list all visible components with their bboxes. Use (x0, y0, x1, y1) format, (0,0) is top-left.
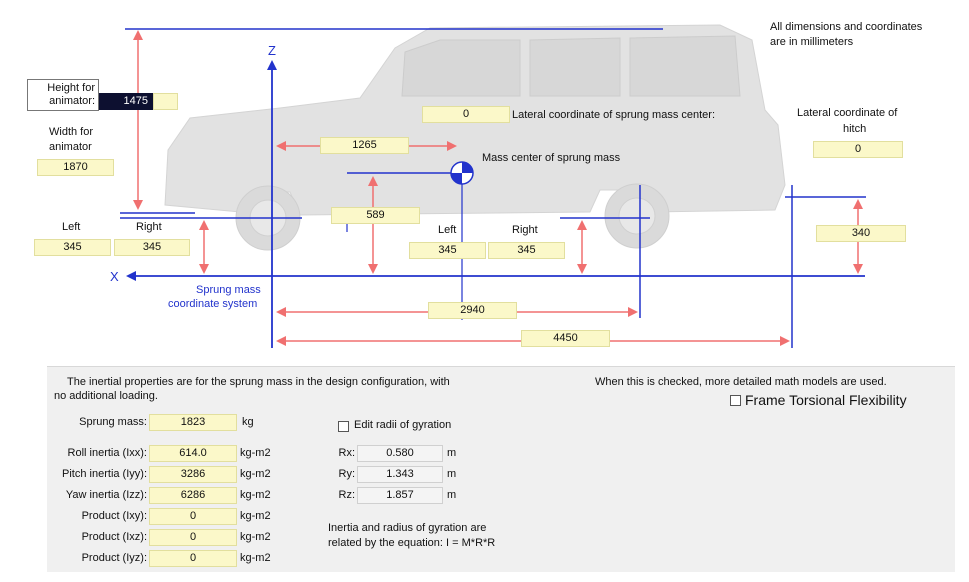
cg-x-field[interactable]: 1265 (320, 137, 409, 154)
x-axis-label: X (110, 269, 119, 284)
product-iyz-label: Product (Iyz): (81, 552, 147, 564)
product-ixy-label: Product (Ixy): (81, 510, 147, 522)
width-animator-field[interactable]: 1870 (37, 159, 114, 176)
frame-torsional-label[interactable]: Frame Torsional Flexibility (745, 392, 907, 408)
panel-intro-line1: The inertial properties are for the spru… (67, 376, 450, 388)
hitch-x-field[interactable]: 4450 (521, 330, 610, 347)
mass-center-label: Mass center of sprung mass (482, 152, 621, 164)
height-animator-label-line2: animator: (49, 95, 95, 107)
ry-field: 1.343 (357, 466, 443, 483)
wheelbase-field[interactable]: 2940 (428, 302, 517, 319)
frame-note: When this is checked, more detailed math… (595, 376, 887, 388)
sprung-mass-label: Sprung mass: (79, 416, 147, 428)
roll-inertia-label: Roll inertia (Ixx): (67, 447, 147, 459)
product-iyz-field[interactable]: 0 (149, 550, 237, 567)
rx-unit: m (447, 447, 457, 459)
sprung-mass-unit: kg (242, 416, 254, 428)
product-ixz-field[interactable]: 0 (149, 529, 237, 546)
product-ixz-label: Product (Ixz): (81, 531, 147, 543)
edit-radii-label[interactable]: Edit radii of gyration (354, 419, 452, 431)
front-right-label: Right (136, 221, 162, 233)
front-right-field[interactable]: 345 (114, 239, 190, 256)
ry-label: Ry: (338, 468, 356, 480)
lateral-hitch-label-line1: Lateral coordinate of (797, 107, 898, 119)
product-iyz-unit: kg-m2 (240, 552, 271, 564)
rx-field: 0.580 (357, 445, 443, 462)
width-animator-label-line1: Width for (49, 126, 94, 138)
rz-unit: m (447, 489, 457, 501)
pitch-inertia-unit: kg-m2 (240, 468, 271, 480)
front-left-field[interactable]: 345 (34, 239, 111, 256)
height-animator-field-ext (153, 93, 178, 110)
z-axis-label: Z (268, 43, 276, 58)
roll-inertia-field[interactable]: 614.0 (149, 445, 237, 462)
rear-right-field[interactable]: 345 (488, 242, 565, 259)
roll-inertia-unit: kg-m2 (240, 447, 271, 459)
sprung-mass-field[interactable]: 1823 (149, 414, 237, 431)
vehicle-windows (401, 35, 741, 97)
product-ixy-unit: kg-m2 (240, 510, 271, 522)
rz-label: Rz: (338, 489, 356, 501)
rz-field: 1.857 (357, 487, 443, 504)
frame-torsional-checkbox[interactable] (730, 395, 741, 406)
ry-unit: m (447, 468, 457, 480)
height-animator-label-line1: Height for (47, 82, 95, 94)
lateral-cg-label: Lateral coordinate of sprung mass center… (512, 109, 716, 121)
lateral-hitch-field[interactable]: 0 (813, 141, 903, 158)
pitch-inertia-label: Pitch inertia (Iyy): (62, 468, 147, 480)
dimensions-note-line1: All dimensions and coordinates (770, 21, 923, 33)
lateral-cg-field[interactable]: 0 (422, 106, 510, 123)
lateral-hitch-label-line2: hitch (843, 123, 867, 135)
product-ixz-unit: kg-m2 (240, 531, 271, 543)
yaw-inertia-unit: kg-m2 (240, 489, 271, 501)
yaw-inertia-label: Yaw inertia (Izz): (65, 489, 147, 501)
rear-right-label: Right (512, 224, 538, 236)
edit-radii-checkbox[interactable] (338, 421, 349, 432)
hitch-height-field[interactable]: 340 (816, 225, 906, 242)
product-ixy-field[interactable]: 0 (149, 508, 237, 525)
width-animator-label-line2: animator (49, 141, 92, 153)
height-animator-field[interactable]: 1475 (99, 93, 153, 110)
yaw-inertia-field[interactable]: 6286 (149, 487, 237, 504)
front-left-label: Left (62, 221, 81, 233)
dimensions-note-line2: are in millimeters (770, 36, 854, 48)
panel-intro-line2: no additional loading. (54, 390, 158, 402)
height-animator-label: Height for animator: (27, 79, 99, 111)
pitch-inertia-field[interactable]: 3286 (149, 466, 237, 483)
mass-center-symbol (450, 161, 474, 185)
equation-line2: related by the equation: I = M*R*R (328, 537, 496, 549)
equation-line1: Inertia and radius of gyration are (328, 522, 487, 534)
rear-left-field[interactable]: 345 (409, 242, 486, 259)
sprung-coord-label-line1: Sprung mass (196, 284, 261, 296)
rx-label: Rx: (338, 447, 356, 459)
cg-z-field[interactable]: 589 (331, 207, 420, 224)
rear-left-label: Left (438, 224, 457, 236)
sprung-coord-label-line2: coordinate system (168, 298, 258, 310)
